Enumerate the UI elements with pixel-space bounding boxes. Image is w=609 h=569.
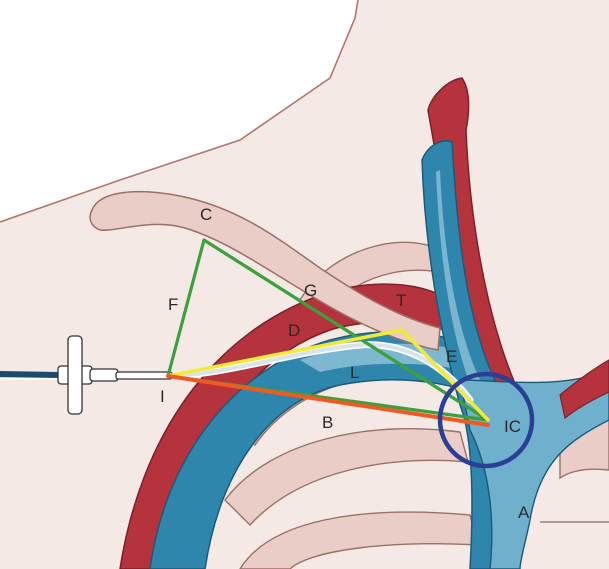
label-d: D (288, 321, 300, 340)
label-l: L (350, 363, 359, 382)
label-c: C (200, 205, 212, 224)
catheter-line-left (0, 374, 60, 375)
label-g: G (304, 281, 317, 300)
label-t: T (396, 291, 406, 310)
label-a: A (518, 503, 530, 522)
label-f: F (168, 295, 178, 314)
label-e: E (446, 347, 457, 366)
label-ic: IC (504, 417, 521, 436)
label-b: B (322, 413, 333, 432)
label-i: I (160, 387, 165, 406)
